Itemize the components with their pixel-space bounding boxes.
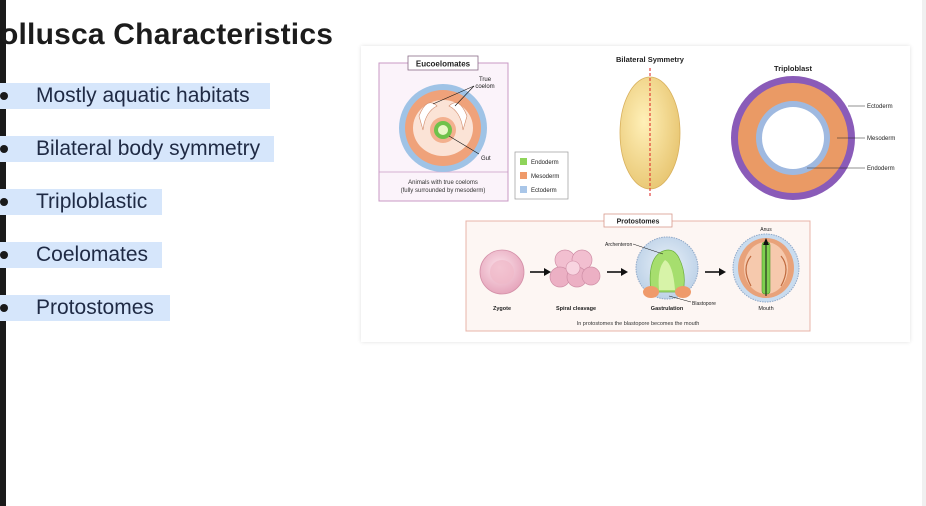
legend-label-ectoderm: Ectoderm [531,188,557,194]
bullet-item: Mostly aquatic habitats [0,83,270,109]
eucoelomates-panel: Eucoelomates True coelom Gut Animals wit… [378,55,509,202]
protostomes-caption: In protostomes the blastopore becomes th… [577,321,700,327]
eucoelomates-caption-2: (fully surrounded by mesoderm) [401,188,486,194]
triploblast-title: Triploblast [774,64,812,73]
bullet-dot-icon [0,198,8,206]
eucoelomates-title: Eucoelomates [416,60,471,69]
legend-swatch-endoderm [520,158,527,165]
bullet-dot-icon [0,251,8,259]
triploblast-label-ectoderm: Ectoderm [867,104,893,110]
legend-swatch-mesoderm [520,172,527,179]
bullet-text: Protostomes [36,296,154,319]
true-coelom-label-1: True [479,77,492,83]
stage-gastrulation-label: Gastrulation [651,306,684,312]
bullet-text: Mostly aquatic habitats [36,84,250,107]
protostomes-title: Protostomes [617,219,660,226]
bilateral-title: Bilateral Symmetry [616,55,685,64]
stage-spiral-cleavage-label: Spiral cleavage [556,306,596,312]
archenteron-label: Archenteron [605,242,632,248]
bullet-item: Coelomates [0,242,162,268]
stage-zygote-label: Zygote [493,306,511,312]
bilateral-symmetry-panel: Bilateral Symmetry [616,55,685,198]
legend-swatch-ectoderm [520,186,527,193]
bullet-dot-icon [0,304,8,312]
bullet-dot-icon [0,145,8,153]
legend-label-mesoderm: Mesoderm [531,174,559,180]
bullet-text: Triploblastic [36,190,148,213]
triploblast-panel: Triploblast Ectoderm Mesoderm Endoderm [731,64,895,200]
bullet-item: Triploblastic [0,189,162,215]
true-coelom-label-2: coelom [475,84,494,90]
triploblast-label-endoderm: Endoderm [867,166,895,172]
protostomes-panel: Protostomes Zygote Spiral cleavage Arche… [465,213,811,332]
triploblast-label-mesoderm: Mesoderm [867,136,895,142]
biology-diagram-image: Eucoelomates True coelom Gut Animals wit… [361,46,910,342]
anus-label: Anus [760,227,772,233]
bullet-text: Coelomates [36,243,149,266]
bullet-item: Protostomes [0,295,170,321]
blastopore-label: Blastopore [692,301,716,307]
germ-layer-legend: Endoderm Mesoderm Ectoderm [514,151,569,200]
slide-title: ollusca Characteristics [0,18,334,51]
gut-label: Gut [481,156,491,162]
right-edge-strip [922,0,926,506]
eucoelomates-caption-1: Animals with true coeloms [408,180,478,186]
bullet-text: Bilateral body symmetry [36,137,261,160]
legend-label-endoderm: Endoderm [531,160,559,166]
bullet-dot-icon [0,92,8,100]
bullet-item: Bilateral body symmetry [0,136,274,162]
stage-mouth-label: Mouth [758,306,773,312]
